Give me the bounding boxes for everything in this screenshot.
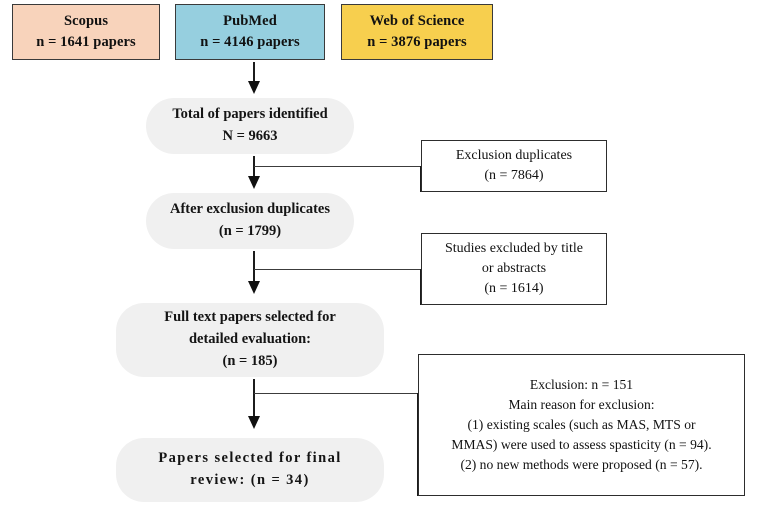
arrowhead-to-full-text bbox=[248, 281, 260, 294]
stage-box-full-text-selected: Full text papers selected for detailed e… bbox=[116, 303, 384, 377]
exclusion-box-title-abstract: Studies excluded by title or abstracts (… bbox=[421, 233, 607, 305]
stage-total-count: N = 9663 bbox=[222, 128, 278, 144]
exclusion-box-reasons: Exclusion: n = 151 Main reason for exclu… bbox=[418, 354, 745, 496]
exclusion-title-label-line2: or abstracts bbox=[481, 261, 547, 277]
connector-total-to-after-exclusion bbox=[253, 156, 255, 179]
connector-after-exclusion-to-full-text bbox=[253, 251, 255, 284]
exclusion-duplicates-count: (n = 7864) bbox=[484, 168, 544, 183]
stage-full-label-line1: Full text papers selected for bbox=[164, 309, 336, 326]
branch-connector-exclusion-duplicates bbox=[254, 166, 421, 168]
source-scopus-count: n = 1641 papers bbox=[36, 34, 136, 50]
stage-box-after-exclusion-duplicates: After exclusion duplicates (n = 1799) bbox=[146, 193, 354, 249]
source-wos-count: n = 3876 papers bbox=[367, 34, 467, 50]
stage-final-count: review: (n = 34) bbox=[190, 472, 310, 488]
source-box-scopus: Scopus n = 1641 papers bbox=[12, 4, 160, 60]
arrowhead-to-total bbox=[248, 81, 260, 94]
stage-full-label-line2: detailed evaluation: bbox=[188, 331, 312, 348]
source-pubmed-name: PubMed bbox=[223, 12, 277, 29]
branch-connector-excluded-by-title bbox=[254, 269, 421, 271]
stage-total-label: Total of papers identified bbox=[172, 106, 328, 123]
branch-riser-exclusion-reasons bbox=[417, 393, 419, 496]
stage-after-label: After exclusion duplicates bbox=[169, 201, 331, 218]
connector-full-text-to-final-review bbox=[253, 379, 255, 419]
exclusion-duplicates-label: Exclusion duplicates bbox=[455, 148, 573, 164]
source-scopus-name: Scopus bbox=[63, 12, 109, 29]
stage-full-count: (n = 185) bbox=[222, 352, 278, 369]
stage-after-count: (n = 1799) bbox=[218, 223, 282, 239]
source-box-web-of-science: Web of Science n = 3876 papers bbox=[341, 4, 493, 60]
source-box-pubmed: PubMed n = 4146 papers bbox=[175, 4, 325, 60]
exclusion-reasons-heading: Main reason for exclusion: bbox=[508, 396, 655, 412]
stage-box-total-identified: Total of papers identified N = 9663 bbox=[146, 98, 354, 154]
connector-sources-to-total bbox=[253, 62, 255, 84]
stage-final-label: Papers selected for final bbox=[158, 450, 342, 467]
exclusion-reason-2: (2) no new methods were proposed (n = 57… bbox=[460, 457, 703, 473]
exclusion-title-label-line1: Studies excluded by title bbox=[444, 241, 584, 257]
branch-connector-exclusion-reasons bbox=[254, 393, 418, 395]
exclusion-reason-1-line2: MMAS) were used to assess spasticity (n … bbox=[451, 437, 712, 453]
exclusion-reason-1-line1: (1) existing scales (such as MAS, MTS or bbox=[467, 416, 696, 432]
exclusion-box-duplicates: Exclusion duplicates (n = 7864) bbox=[421, 140, 607, 192]
source-pubmed-count: n = 4146 papers bbox=[200, 34, 300, 50]
stage-box-final-review: Papers selected for final review: (n = 3… bbox=[116, 438, 384, 502]
exclusion-reasons-total: Exclusion: n = 151 bbox=[529, 376, 634, 392]
arrowhead-to-final-review bbox=[248, 416, 260, 429]
arrowhead-to-after-exclusion bbox=[248, 176, 260, 189]
branch-riser-excluded-by-title bbox=[420, 269, 422, 305]
exclusion-title-count: (n = 1614) bbox=[484, 280, 544, 296]
branch-riser-exclusion-duplicates bbox=[420, 166, 422, 192]
source-wos-name: Web of Science bbox=[369, 12, 465, 29]
